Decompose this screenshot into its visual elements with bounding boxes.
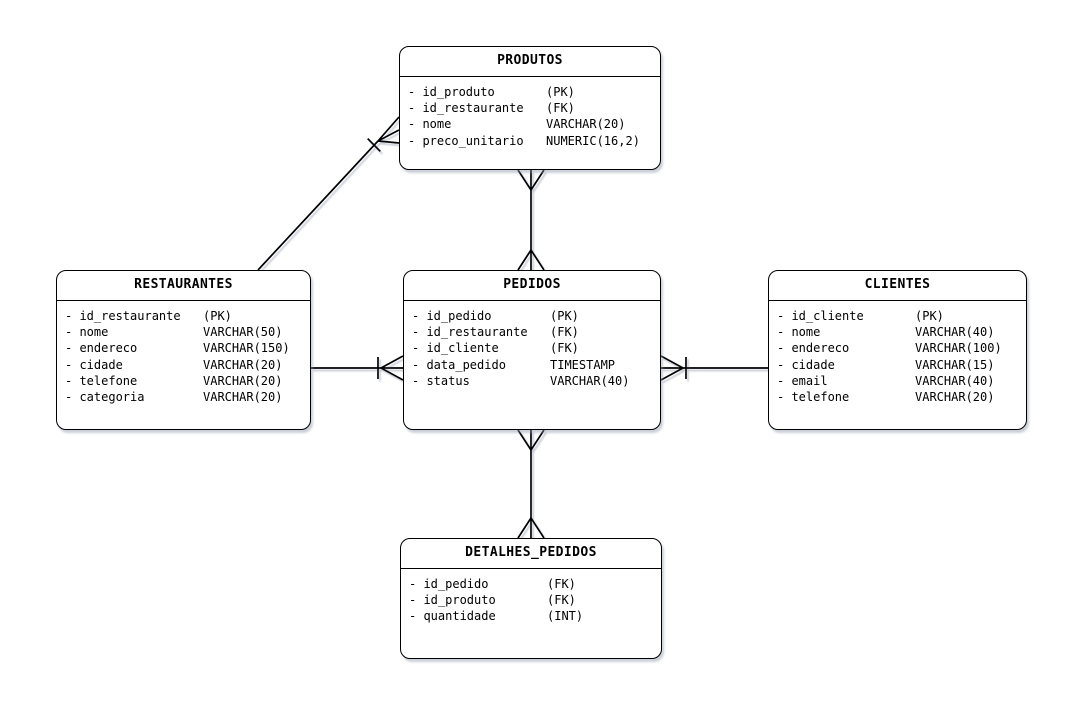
attribute-name: id_pedido: [409, 576, 547, 592]
attribute-name: endereco: [65, 340, 203, 356]
attribute-type: VARCHAR(40): [915, 373, 995, 388]
attribute-row: cidade VARCHAR(20): [65, 357, 304, 373]
attribute-name: id_cliente: [777, 308, 915, 324]
entity-attributes: id_restaurante (PK) nome VARCHAR(50) end…: [57, 301, 310, 409]
attribute-name: id_produto: [408, 84, 546, 100]
attribute-row: nome VARCHAR(40): [777, 324, 1020, 340]
entity-title: RESTAURANTES: [57, 271, 310, 301]
attribute-row: id_restaurante (PK): [65, 308, 304, 324]
attribute-type: (PK): [915, 309, 944, 323]
entity-attributes: id_pedido (FK) id_produto (FK) quantidad…: [401, 569, 661, 629]
attribute-name: id_produto: [409, 592, 547, 608]
attribute-row: id_restaurante (FK): [412, 324, 654, 340]
entity-attributes: id_pedido (PK) id_restaurante (FK) id_cl…: [404, 301, 660, 393]
entity-attributes: id_produto (PK) id_restaurante (FK) nome…: [400, 77, 660, 153]
attribute-type: (FK): [550, 341, 579, 356]
attribute-row: cidade VARCHAR(15): [777, 357, 1020, 373]
attribute-row: quantidade (INT): [409, 608, 655, 624]
attribute-name: categoria: [65, 389, 203, 405]
attribute-name: telefone: [65, 373, 203, 389]
attribute-name: nome: [408, 116, 546, 132]
attribute-name: cidade: [777, 357, 915, 373]
attribute-name: id_restaurante: [65, 308, 203, 324]
attribute-row: id_cliente (PK): [777, 308, 1020, 324]
attribute-type: VARCHAR(40): [915, 325, 995, 340]
attribute-type: VARCHAR(20): [203, 357, 283, 372]
attribute-name: id_restaurante: [408, 100, 546, 116]
attribute-name: cidade: [65, 357, 203, 373]
entity-title: PEDIDOS: [404, 271, 660, 301]
attribute-row: telefone VARCHAR(20): [777, 389, 1020, 405]
attribute-type: VARCHAR(15): [915, 357, 995, 372]
attribute-type: VARCHAR(100): [915, 341, 1002, 356]
entity-title: DETALHES_PEDIDOS: [401, 539, 661, 569]
attribute-name: id_cliente: [412, 340, 550, 356]
attribute-name: preco_unitario: [408, 133, 546, 149]
entity-pedidos: PEDIDOS id_pedido (PK) id_restaurante (F…: [403, 270, 661, 430]
attribute-row: telefone VARCHAR(20): [65, 373, 304, 389]
attribute-type: VARCHAR(20): [546, 117, 626, 132]
connector-produtos-pedidos: [517, 169, 545, 271]
attribute-type: VARCHAR(20): [915, 390, 995, 405]
attribute-type: (PK): [550, 309, 579, 323]
attribute-row: endereco VARCHAR(100): [777, 340, 1020, 356]
attribute-name: endereco: [777, 340, 915, 356]
attribute-name: nome: [65, 324, 203, 340]
attribute-type: VARCHAR(50): [203, 325, 283, 340]
entity-title: PRODUTOS: [400, 47, 660, 77]
entity-attributes: id_cliente (PK) nome VARCHAR(40) enderec…: [769, 301, 1026, 409]
attribute-row: endereco VARCHAR(150): [65, 340, 304, 356]
attribute-type: (INT): [547, 609, 584, 624]
attribute-type: VARCHAR(20): [203, 373, 283, 388]
attribute-row: id_pedido (FK): [409, 576, 655, 592]
attribute-name: data_pedido: [412, 357, 550, 373]
connector-pedidos-detalhes: [517, 429, 545, 539]
attribute-type: VARCHAR(20): [203, 390, 283, 405]
attribute-row: email VARCHAR(40): [777, 373, 1020, 389]
attribute-type: (FK): [550, 325, 579, 340]
attribute-type: TIMESTAMP: [550, 357, 616, 372]
attribute-row: nome VARCHAR(50): [65, 324, 304, 340]
attribute-row: id_produto (PK): [408, 84, 654, 100]
attribute-name: id_restaurante: [412, 324, 550, 340]
attribute-type: VARCHAR(150): [203, 341, 290, 356]
attribute-type: (PK): [546, 85, 575, 99]
attribute-row: preco_unitario NUMERIC(16,2): [408, 133, 654, 149]
attribute-name: nome: [777, 324, 915, 340]
connector-restaurantes-pedidos: [311, 355, 404, 381]
attribute-row: id_cliente (FK): [412, 340, 654, 356]
attribute-name: id_pedido: [412, 308, 550, 324]
entity-title: CLIENTES: [769, 271, 1026, 301]
entity-restaurantes: RESTAURANTES id_restaurante (PK) nome VA…: [56, 270, 311, 430]
connector-restaurantes-produtos: [257, 116, 400, 271]
attribute-name: status: [412, 373, 550, 389]
attribute-type: (PK): [203, 309, 232, 323]
entity-detalhes-pedidos: DETALHES_PEDIDOS id_pedido (FK) id_produ…: [400, 538, 662, 659]
attribute-name: email: [777, 373, 915, 389]
attribute-name: telefone: [777, 389, 915, 405]
attribute-row: categoria VARCHAR(20): [65, 389, 304, 405]
attribute-row: id_restaurante (FK): [408, 100, 654, 116]
attribute-type: (FK): [546, 101, 575, 116]
attribute-row: nome VARCHAR(20): [408, 116, 654, 132]
attribute-row: id_produto (FK): [409, 592, 655, 608]
attribute-type: (FK): [547, 577, 576, 591]
connector-clientes-pedidos: [660, 355, 768, 381]
attribute-name: quantidade: [409, 608, 547, 624]
attribute-type: NUMERIC(16,2): [546, 133, 640, 148]
attribute-row: data_pedido TIMESTAMP: [412, 357, 654, 373]
entity-produtos: PRODUTOS id_produto (PK) id_restaurante …: [399, 46, 661, 170]
entity-clientes: CLIENTES id_cliente (PK) nome VARCHAR(40…: [768, 270, 1027, 430]
attribute-row: status VARCHAR(40): [412, 373, 654, 389]
attribute-row: id_pedido (PK): [412, 308, 654, 324]
attribute-type: (FK): [547, 593, 576, 608]
attribute-type: VARCHAR(40): [550, 373, 630, 388]
